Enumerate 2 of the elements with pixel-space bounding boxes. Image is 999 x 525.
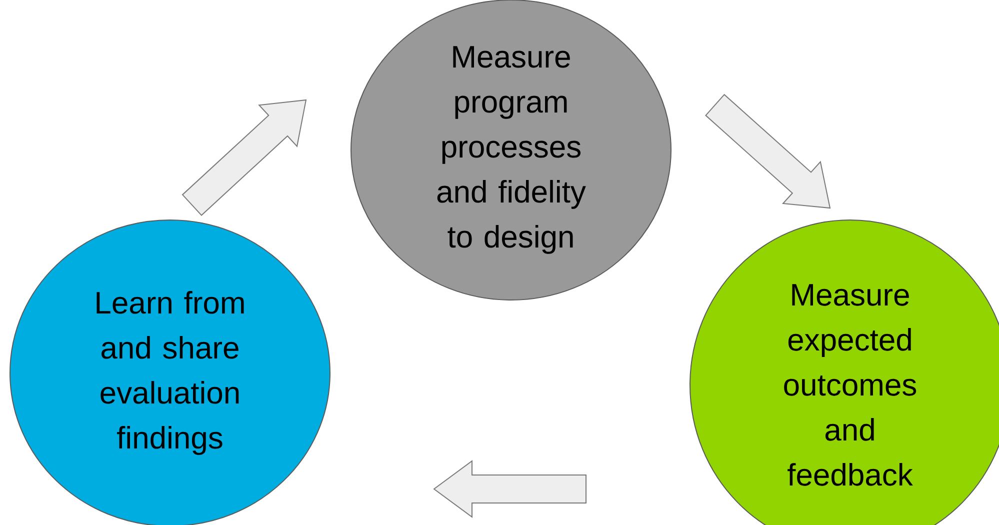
block-arrow (705, 94, 831, 209)
block-arrow (433, 460, 586, 518)
